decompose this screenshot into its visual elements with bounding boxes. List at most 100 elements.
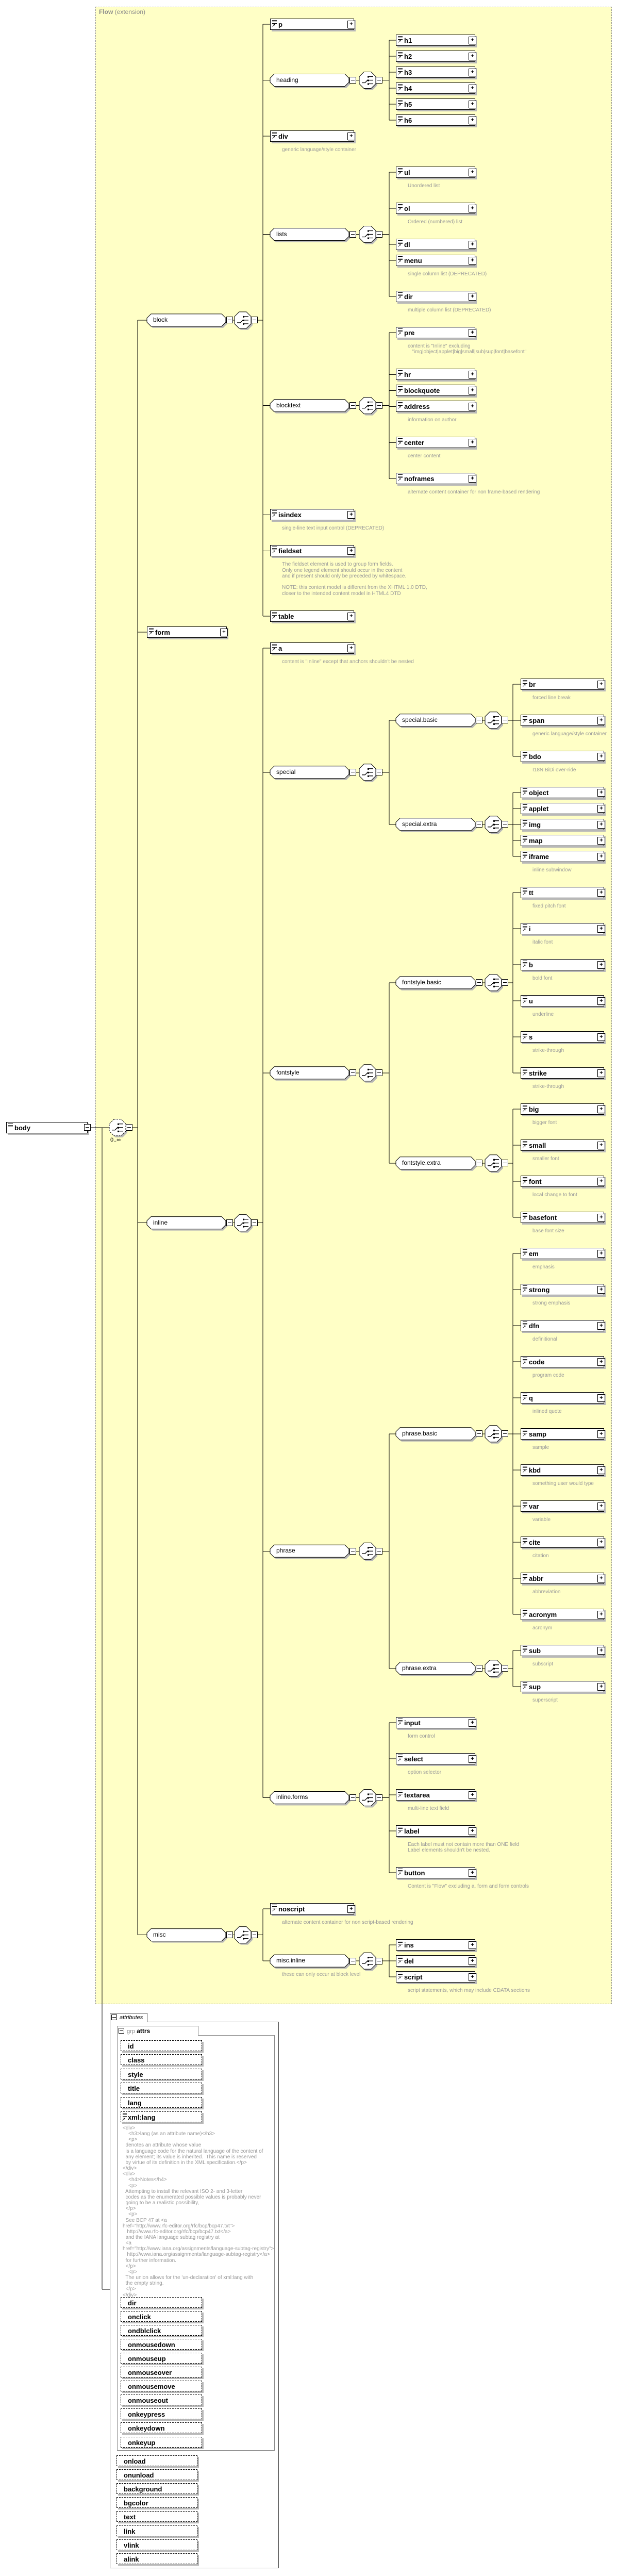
compositor-collapse-button-misc.inline[interactable] bbox=[376, 1957, 382, 1964]
collapse-button-inline[interactable] bbox=[226, 1219, 233, 1227]
element-box-map[interactable]: ↗map+ bbox=[521, 834, 605, 846]
element-box-h4[interactable]: ↗h4+ bbox=[396, 82, 476, 94]
expand-button-pre[interactable]: + bbox=[469, 329, 476, 337]
attribute-box-vlink[interactable]: vlink bbox=[116, 2539, 197, 2550]
choice-compositor-phrase[interactable] bbox=[359, 1542, 377, 1561]
expand-button-select[interactable]: + bbox=[469, 1755, 476, 1763]
expand-button-sup[interactable]: + bbox=[597, 1682, 605, 1691]
collapse-button-fontstyle.basic[interactable] bbox=[476, 979, 482, 986]
element-box-kbd[interactable]: ↗kbd+ bbox=[521, 1464, 605, 1476]
compositor-collapse-button-special[interactable] bbox=[376, 769, 382, 776]
choice-compositor-misc[interactable] bbox=[234, 1926, 253, 1945]
attribute-box-xml:lang[interactable]: ↗xml:lang bbox=[121, 2111, 202, 2122]
attribute-box-onmouseout[interactable]: onmouseout bbox=[121, 2395, 202, 2406]
expand-button-acronym[interactable]: + bbox=[597, 1610, 605, 1619]
expand-button-code[interactable]: + bbox=[597, 1358, 605, 1366]
compositor-collapse-button-lists[interactable] bbox=[376, 231, 382, 238]
expand-button-button[interactable]: + bbox=[469, 1869, 476, 1877]
compositor-collapse-button-heading[interactable] bbox=[376, 77, 382, 84]
expand-button-tt[interactable]: + bbox=[597, 888, 605, 897]
element-box-h2[interactable]: ↗h2+ bbox=[396, 51, 476, 62]
attribute-box-onkeypress[interactable]: onkeypress bbox=[121, 2408, 202, 2420]
attribute-box-title[interactable]: title bbox=[121, 2083, 202, 2094]
group-shape-special[interactable] bbox=[270, 766, 351, 780]
group-shape-phrase[interactable] bbox=[270, 1544, 351, 1559]
choice-compositor-special.basic[interactable] bbox=[485, 712, 503, 730]
expand-button-p[interactable]: + bbox=[347, 21, 355, 28]
element-box-address[interactable]: ↗address+ bbox=[396, 401, 476, 412]
expand-button-address[interactable]: + bbox=[469, 403, 476, 411]
group-shape-fontstyle[interactable] bbox=[270, 1066, 351, 1081]
element-box-strong[interactable]: ↗strong+ bbox=[521, 1283, 605, 1295]
element-box-ul[interactable]: ↗ul+ bbox=[396, 167, 476, 178]
group-box-special[interactable]: special bbox=[276, 768, 296, 775]
compositor-collapse-button-blocktext[interactable] bbox=[376, 402, 382, 409]
expand-button-samp[interactable]: + bbox=[597, 1430, 605, 1438]
element-box-input[interactable]: ↗input+ bbox=[396, 1716, 476, 1728]
expand-button-object[interactable]: + bbox=[597, 788, 605, 797]
expand-button-ol[interactable]: + bbox=[469, 205, 476, 212]
group-shape-fontstyle.basic[interactable] bbox=[395, 976, 477, 990]
element-box-button[interactable]: ↗button+ bbox=[396, 1867, 476, 1879]
choice-compositor-lists[interactable] bbox=[359, 226, 377, 244]
choice-compositor-heading[interactable] bbox=[359, 72, 377, 90]
choice-compositor-block[interactable] bbox=[234, 311, 253, 330]
group-shape-block[interactable] bbox=[146, 313, 227, 328]
element-box-p[interactable]: ↗p+ bbox=[270, 19, 355, 30]
expand-button-center[interactable]: + bbox=[469, 439, 476, 447]
expand-button-dl[interactable]: + bbox=[469, 241, 476, 249]
expand-button-script[interactable]: + bbox=[469, 1973, 476, 1981]
attribute-box-onload[interactable]: onload bbox=[116, 2455, 197, 2466]
group-box-fontstyle.basic[interactable]: fontstyle.basic bbox=[402, 978, 442, 986]
compositor-collapse-button-fontstyle.extra[interactable] bbox=[502, 1160, 508, 1167]
group-box-blocktext[interactable]: blocktext bbox=[276, 401, 301, 409]
expand-button-cite[interactable]: + bbox=[597, 1538, 605, 1546]
attributes-tab[interactable]: attributes bbox=[110, 2013, 147, 2022]
collapse-button-heading[interactable] bbox=[349, 77, 356, 84]
collapse-button-special.basic[interactable] bbox=[476, 717, 482, 724]
compositor-collapse-button-phrase[interactable] bbox=[376, 1547, 382, 1555]
group-shape-misc.inline[interactable] bbox=[270, 1954, 351, 1969]
expand-button-strike[interactable]: + bbox=[597, 1069, 605, 1077]
attribute-box-onmousedown[interactable]: onmousedown bbox=[121, 2338, 202, 2350]
attribute-box-onmouseover[interactable]: onmouseover bbox=[121, 2367, 202, 2377]
expand-button-small[interactable]: + bbox=[597, 1141, 605, 1149]
element-box-span[interactable]: ↗span+ bbox=[521, 714, 605, 726]
element-box-sub[interactable]: ↗sub+ bbox=[521, 1644, 605, 1656]
element-box-hr[interactable]: ↗hr+ bbox=[396, 369, 476, 381]
group-box-phrase.basic[interactable]: phrase.basic bbox=[402, 1429, 438, 1437]
element-box-big[interactable]: ↗big+ bbox=[521, 1103, 605, 1115]
group-shape-heading[interactable] bbox=[270, 74, 351, 88]
attributes-collapse-button[interactable] bbox=[111, 2014, 117, 2020]
attribute-box-onmousemove[interactable]: onmousemove bbox=[121, 2381, 202, 2392]
element-box-pre[interactable]: ↗pre+ bbox=[396, 327, 476, 338]
element-box-script[interactable]: ↗script+ bbox=[396, 1971, 476, 1983]
compositor-collapse-button-inline[interactable] bbox=[251, 1219, 258, 1227]
element-box-div[interactable]: ↗div+ bbox=[270, 130, 355, 142]
expand-button-isindex[interactable]: + bbox=[347, 511, 355, 519]
group-box-phrase[interactable]: phrase bbox=[276, 1547, 295, 1555]
element-box-tt[interactable]: ↗tt+ bbox=[521, 886, 605, 898]
choice-compositor-inline[interactable] bbox=[234, 1214, 253, 1233]
expand-button-menu[interactable]: + bbox=[469, 257, 476, 265]
element-box-var[interactable]: ↗var+ bbox=[521, 1500, 605, 1512]
expand-button-abbr[interactable]: + bbox=[597, 1574, 605, 1582]
expand-button-br[interactable]: + bbox=[597, 680, 605, 688]
group-shape-phrase.extra[interactable] bbox=[395, 1662, 477, 1676]
choice-compositor-fontstyle.basic[interactable] bbox=[485, 974, 503, 993]
element-box-h5[interactable]: ↗h5+ bbox=[396, 98, 476, 110]
expand-button-dir[interactable]: + bbox=[469, 293, 476, 301]
element-box-q[interactable]: ↗q+ bbox=[521, 1392, 605, 1403]
element-box-cite[interactable]: ↗cite+ bbox=[521, 1536, 605, 1548]
group-shape-inline[interactable] bbox=[146, 1216, 227, 1231]
element-box-font[interactable]: ↗font+ bbox=[521, 1175, 605, 1187]
collapse-button-misc.inline[interactable] bbox=[349, 1957, 356, 1964]
compositor-collapse-button-phrase.extra[interactable] bbox=[502, 1665, 508, 1672]
collapse-button-phrase.basic[interactable] bbox=[476, 1430, 482, 1438]
compositor-collapse-button-phrase.basic[interactable] bbox=[502, 1430, 508, 1438]
expand-button-basefont[interactable]: + bbox=[597, 1213, 605, 1221]
attribute-box-id[interactable]: id bbox=[121, 2040, 202, 2051]
group-shape-fontstyle.extra[interactable] bbox=[395, 1157, 477, 1171]
expand-button-del[interactable]: + bbox=[469, 1957, 476, 1966]
compositor-collapse-button-block[interactable] bbox=[251, 317, 258, 324]
